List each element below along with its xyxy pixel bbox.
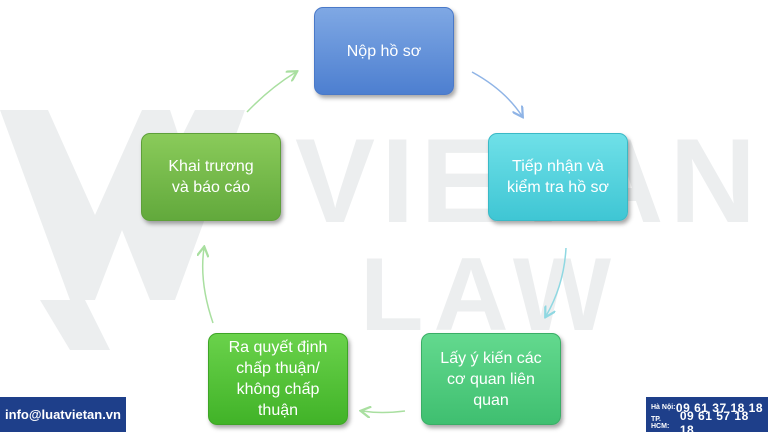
phone-number[interactable]: 09 61 57 18 18: [679, 408, 749, 437]
node-text: Khai trương: [168, 158, 254, 175]
footer-email[interactable]: info@luatvietan.vn: [5, 407, 121, 422]
node-ra-quyet-dinh: Ra quyết định chấp thuận/ không chấp thu…: [208, 333, 348, 425]
phone-label: TP. HCM:: [651, 415, 670, 430]
node-nop-ho-so: Nộp hồ sơ: [314, 7, 454, 95]
logo-mark-lower: [40, 300, 110, 350]
arrow-5-to-1: [246, 72, 296, 113]
phone-row-hanoi: Hà Nội: 09 61 37 18 18: [651, 400, 763, 415]
arrow-3-to-4: [362, 411, 406, 413]
phone-number[interactable]: 09 61 37 18 18: [675, 400, 763, 415]
node-text: Tiếp nhận và: [512, 158, 604, 175]
node-text: Ra quyết định: [228, 339, 328, 356]
node-text: kiểm tra hồ sơ: [506, 179, 610, 196]
arrow-4-to-5: [203, 248, 214, 324]
node-lay-y-kien: Lấy ý kiến các cơ quan liên quan: [421, 333, 561, 425]
arrow-1-to-2: [471, 71, 522, 116]
node-text: quan: [473, 391, 509, 409]
footer-phone-box: Hà Nội: 09 61 37 18 18 TP. HCM: 09 61 57…: [646, 397, 768, 437]
node-tiep-nhan: Tiếp nhận và kiểm tra hồ sơ: [488, 133, 628, 221]
arrow-2-to-3: [546, 247, 567, 316]
footer-email-box: info@luatvietan.vn: [0, 397, 126, 432]
phone-label: Hà Nội:: [651, 404, 676, 411]
phone-row-hcm: TP. HCM: 09 61 57 18 18: [651, 409, 763, 437]
node-khai-truong: Khai trương và báo cáo: [141, 133, 281, 221]
node-text: và báo cáo: [171, 179, 251, 196]
node-text: cơ quan liên: [447, 370, 535, 388]
node-text: Lấy ý kiến các: [440, 349, 542, 367]
node-text: không chấp: [236, 381, 320, 398]
node-text: chấp thuận/: [236, 360, 320, 377]
node-text: Nộp hồ sơ: [346, 42, 422, 60]
node-text: thuận: [257, 402, 299, 419]
